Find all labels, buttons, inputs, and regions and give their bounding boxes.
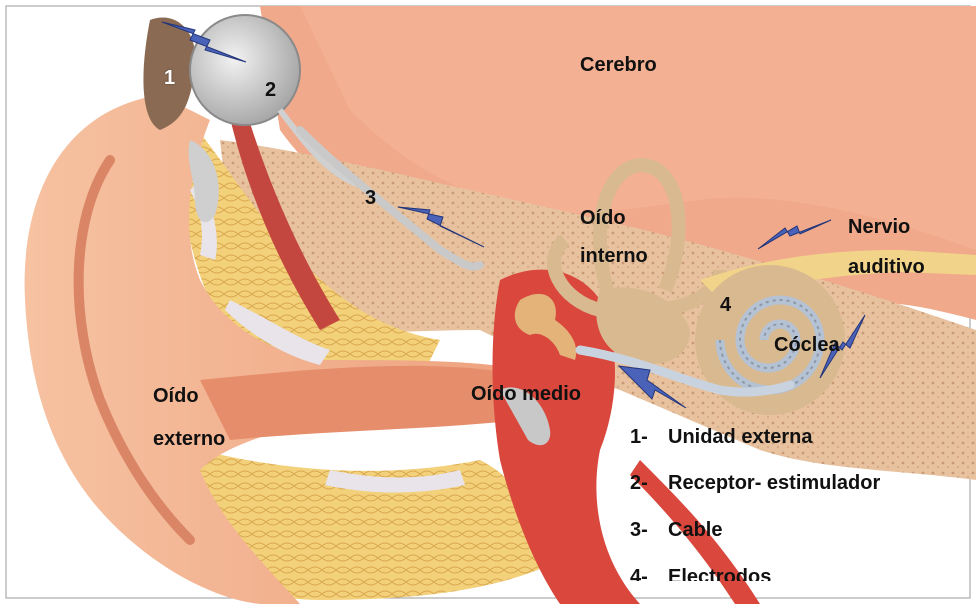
legend-text-1: Unidad externa	[668, 426, 812, 448]
legend: 1-Unidad externa 2-Receptor- estimulador…	[630, 424, 960, 581]
label-inner-ear-2: interno	[580, 244, 648, 268]
legend-num-3: 3-	[630, 519, 668, 542]
legend-text-4: Electrodos	[668, 566, 771, 581]
label-outer-ear-1: Oído	[153, 384, 199, 408]
label-brain: Cerebro	[580, 53, 657, 77]
receiver-stimulator	[190, 15, 300, 125]
legend-item-1: 1-Unidad externa	[630, 426, 812, 449]
marker-4: 4	[720, 293, 731, 317]
marker-2: 2	[265, 78, 276, 102]
label-inner-ear-1: Oído	[580, 206, 626, 230]
label-outer-ear-2: externo	[153, 427, 225, 451]
legend-num-4: 4-	[630, 566, 668, 581]
legend-text-3: Cable	[668, 519, 722, 541]
legend-item-4: 4-Electrodos	[630, 566, 771, 581]
marker-1: 1	[164, 66, 175, 90]
legend-num-1: 1-	[630, 426, 668, 449]
label-nerve-1: Nervio	[848, 215, 910, 239]
marker-3: 3	[365, 186, 376, 210]
label-cochlea: Cóclea	[774, 333, 840, 357]
label-nerve-2: auditivo	[848, 255, 925, 279]
legend-item-3: 3-Cable	[630, 519, 722, 542]
legend-item-2: 2-Receptor- estimulador	[630, 472, 880, 495]
legend-num-2: 2-	[630, 472, 668, 495]
legend-text-2: Receptor- estimulador	[668, 472, 880, 494]
label-middle-ear: Oído medio	[471, 382, 581, 406]
